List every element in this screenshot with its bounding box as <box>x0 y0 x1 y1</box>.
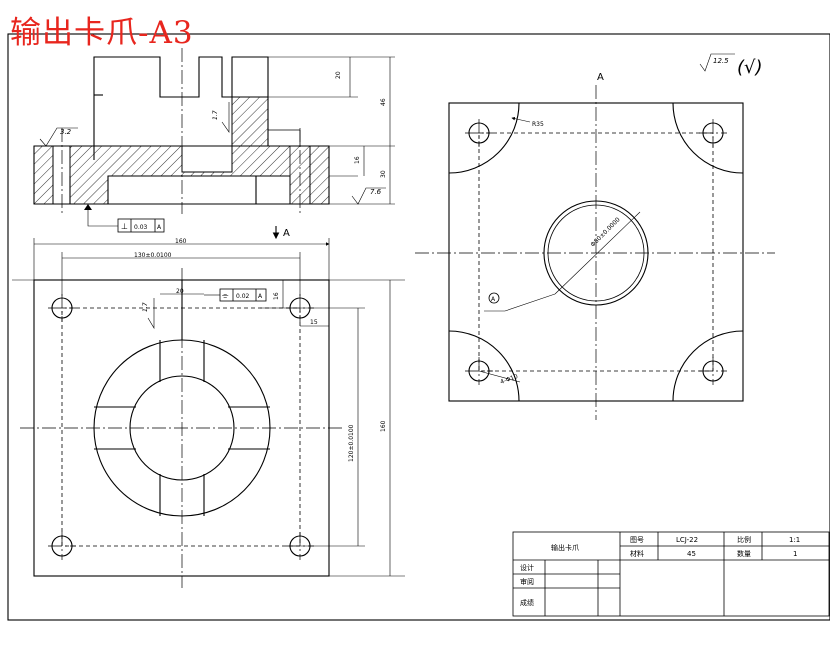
dim-view-radius: R35 <box>532 121 544 128</box>
dim-side-total: 46 <box>380 98 387 106</box>
title-block-text: 输出卡爪 图号 LCJ-22 比例 1:1 材料 45 数量 1 设计 审阅 成… <box>520 535 800 607</box>
dim-view-bore: Φ80±0.0000 <box>589 216 621 248</box>
title-block <box>512 531 830 617</box>
dim-plan-slot-depth: 16 <box>273 292 280 300</box>
part-name: 输出卡爪 <box>551 543 579 552</box>
roughness-plan-slot: 1.7 <box>142 302 149 312</box>
drawing-no: LCJ-22 <box>676 536 698 544</box>
dim-plan-overall-width: 160 <box>175 238 187 245</box>
dim-side-lower: 30 <box>380 170 387 178</box>
scale-value: 1:1 <box>789 536 800 544</box>
view-a-labels: A R35 Φ80±0.0000 A 4-Φ10 12.5 (√) <box>491 57 763 386</box>
dim-side-flange: 16 <box>354 156 361 164</box>
section-view-labels: 20 46 16 30 3.2 1.7 7.6 ⊥ 0.03 A <box>60 71 387 231</box>
roughness-top-left: 3.2 <box>60 128 72 136</box>
material-label: 材料 <box>630 549 644 558</box>
dim-plan-slot-width: 20 <box>176 288 184 295</box>
view-label: A <box>597 72 604 83</box>
dim-plan-hole-spacing-x: 130±0.0100 <box>134 252 172 259</box>
sym-symbol: ⌯ <box>222 291 229 300</box>
dim-view-hole: 4-Φ10 <box>499 373 519 386</box>
scale-label: 比例 <box>737 535 751 544</box>
dim-plan-hole-offset: 15 <box>310 319 318 326</box>
perp-datum: A <box>157 224 162 231</box>
plan-view <box>12 238 405 588</box>
quantity-label: 数量 <box>737 549 751 558</box>
section-marker: A <box>272 226 290 240</box>
reviewer-label: 审阅 <box>520 577 534 586</box>
roughness-general-note: (√) <box>737 57 763 78</box>
section-view <box>33 48 395 233</box>
section-label: A <box>283 228 290 239</box>
sym-value: 0.02 <box>236 293 250 300</box>
page-title: 输出卡爪-A3 <box>10 15 194 51</box>
perp-symbol: ⊥ <box>121 222 128 231</box>
view-a <box>415 53 775 420</box>
sheet-border <box>7 33 830 621</box>
score-label: 成绩 <box>520 598 534 607</box>
roughness-center-web: 1.7 <box>212 110 219 120</box>
dim-plan-overall-height: 160 <box>380 420 387 432</box>
designer-label: 设计 <box>520 563 534 572</box>
datum-bubble: A <box>491 296 496 303</box>
drawing-no-label: 图号 <box>630 536 644 544</box>
dim-plan-hole-spacing-y: 120±0.0100 <box>348 424 355 462</box>
material-value: 45 <box>687 550 696 558</box>
plan-view-labels: 160 130±0.0100 20 16 15 120±0.0100 160 ⌯… <box>134 238 387 462</box>
roughness-bottom-right: 7.6 <box>370 188 382 196</box>
quantity-value: 1 <box>793 550 797 558</box>
roughness-general: 12.5 <box>713 57 729 65</box>
perp-value: 0.03 <box>134 224 148 231</box>
sym-datum: A <box>258 293 263 300</box>
dim-side-top: 20 <box>335 71 342 79</box>
